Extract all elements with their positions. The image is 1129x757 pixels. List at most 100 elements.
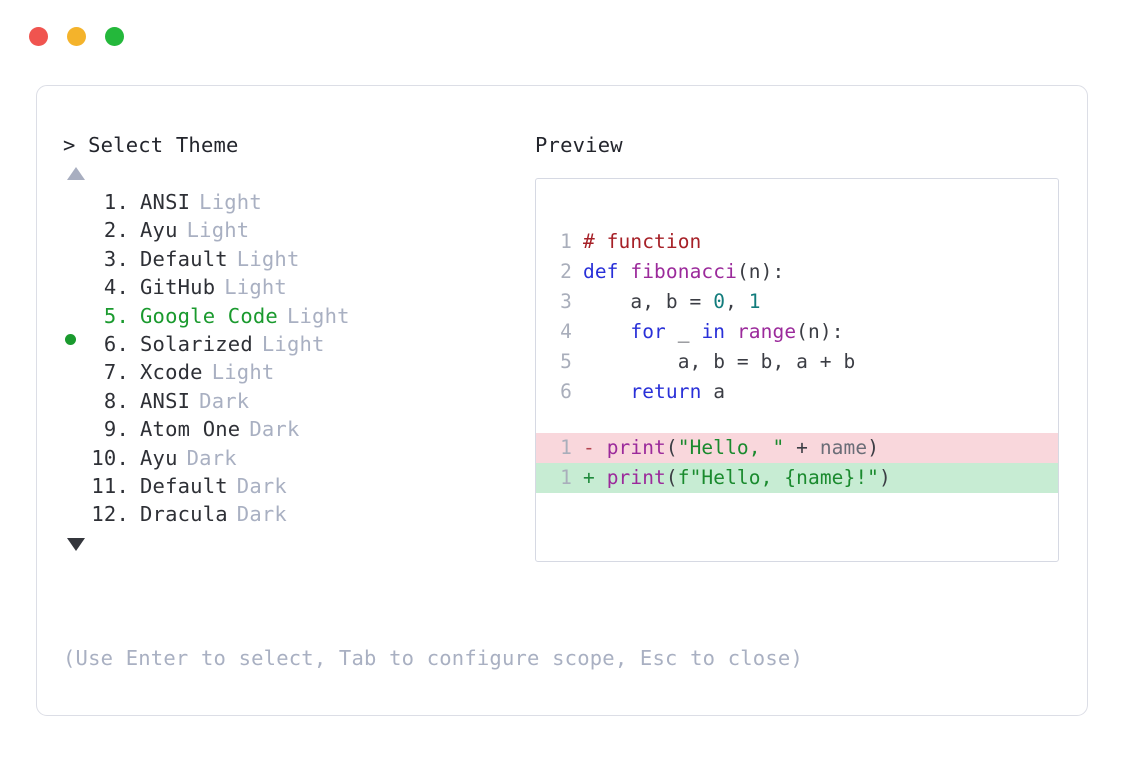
theme-item-variant: Light [186, 218, 250, 243]
code-diff-line: 1- print("Hello, " + name) [536, 433, 1058, 463]
code-line: 3 a, b = 0, 1 [536, 287, 1058, 317]
theme-item-name: ANSI [140, 190, 191, 214]
code-token: def [583, 260, 631, 283]
code-token: name [819, 436, 868, 459]
theme-item-number: 11. [91, 473, 129, 498]
theme-item-name: ANSI [140, 388, 191, 413]
theme-list-item[interactable]: 4. GitHub Light [63, 273, 523, 301]
code-token: in [701, 320, 726, 343]
theme-item-variant: Light [211, 360, 275, 385]
theme-item-name: Xcode [140, 360, 203, 385]
window-close-button[interactable] [29, 26, 48, 46]
theme-item-number: 5. [103, 303, 129, 328]
code-token: fibonacci [630, 260, 737, 283]
code-blank-line [536, 407, 1058, 433]
theme-list-item[interactable]: 12. Dracula Dark [63, 500, 523, 528]
code-token: print [606, 436, 666, 459]
theme-item-variant: Dark [186, 445, 237, 470]
window-minimize-button[interactable] [67, 26, 86, 46]
theme-list-item[interactable]: 7. Xcode Light [63, 358, 523, 386]
scroll-down-arrow-icon[interactable] [67, 537, 85, 551]
theme-item-number: 3. [103, 246, 129, 271]
line-number: 1 [560, 436, 572, 459]
code-source: # function [583, 227, 701, 257]
diff-sign: + [583, 466, 607, 489]
theme-item-name: Atom One [140, 417, 241, 442]
code-token [725, 320, 737, 343]
theme-item-variant: Light [286, 303, 350, 328]
theme-list-item[interactable]: 1. ANSI Light [63, 188, 523, 216]
theme-item-variant: Dark [236, 473, 287, 498]
window-maximize-button[interactable] [105, 26, 124, 46]
code-token: (n): [736, 260, 785, 283]
theme-item-name: GitHub [140, 275, 216, 300]
theme-item-name: Default [140, 246, 228, 271]
theme-item-name: Ayu [140, 218, 178, 243]
theme-item-number: 6. [103, 331, 129, 356]
theme-item-variant: Dark [199, 388, 250, 413]
theme-item-number: 12. [91, 502, 129, 527]
theme-item-variant: Dark [236, 502, 287, 527]
code-token: print [606, 466, 666, 489]
code-token: ) [867, 436, 880, 459]
theme-item-number: 10. [91, 445, 129, 470]
keyboard-help-text: (Use Enter to select, Tab to configure s… [63, 646, 803, 670]
theme-item-number: 2. [103, 218, 129, 243]
code-source: return a [583, 377, 725, 407]
theme-item-name: Solarized [140, 331, 253, 356]
code-token: range [736, 320, 797, 343]
code-token: ) [879, 466, 891, 489]
line-number: 6 [560, 380, 572, 403]
code-token: 0 [713, 290, 726, 313]
select-theme-prompt: > Select Theme [63, 133, 239, 157]
theme-item-variant: Light [199, 190, 262, 214]
code-token [583, 320, 630, 343]
selected-dot-icon [65, 333, 76, 345]
code-source: def fibonacci(n): [583, 257, 784, 287]
theme-list-item[interactable]: 5. Google Code Light [63, 302, 523, 345]
theme-item-number: 9. [103, 417, 129, 442]
scroll-up-arrow-icon[interactable] [67, 167, 85, 180]
code-line: 4 for _ in range(n): [536, 317, 1058, 347]
code-token [583, 380, 630, 403]
code-token: a, b = [583, 290, 714, 313]
theme-list-item[interactable]: 2. Ayu Light [63, 216, 523, 244]
theme-item-number: 1. [103, 190, 129, 214]
line-number: 1 [560, 230, 572, 253]
theme-item-number: 8. [103, 388, 129, 413]
theme-item-name: Ayu [140, 445, 178, 470]
preview-label: Preview [535, 133, 623, 157]
line-number: 5 [560, 350, 572, 373]
theme-list-item[interactable]: 11. Default Dark [63, 472, 523, 500]
theme-item-name: Dracula [140, 502, 228, 527]
theme-item-variant: Light [261, 331, 325, 356]
code-token: for [630, 320, 666, 343]
theme-item-name: Google Code [140, 303, 278, 328]
code-token: a, b = b, a + b [583, 350, 856, 373]
theme-list-item[interactable]: 8. ANSI Dark [63, 387, 523, 415]
code-token: a [701, 380, 726, 403]
code-token: "Hello, " [677, 436, 785, 459]
code-token: _ [665, 320, 702, 343]
window-titlebar [0, 0, 1129, 72]
theme-list-item[interactable]: 10. Ayu Dark [63, 444, 523, 472]
code-source: + print(f"Hello, {name}!") [583, 463, 891, 493]
line-number: 4 [560, 320, 572, 343]
theme-item-number: 7. [103, 360, 129, 385]
theme-list-item[interactable]: 6. Solarized Light [63, 330, 523, 358]
theme-item-variant: Light [224, 275, 287, 300]
code-token: (n): [796, 320, 844, 343]
code-token: ( [665, 466, 678, 489]
code-source: a, b = b, a + b [583, 347, 856, 377]
theme-item-number: 4. [103, 275, 129, 300]
theme-item-name: Default [140, 473, 228, 498]
code-token: f"Hello, {name}!" [677, 466, 880, 489]
code-line: 1 # function [536, 227, 1058, 257]
